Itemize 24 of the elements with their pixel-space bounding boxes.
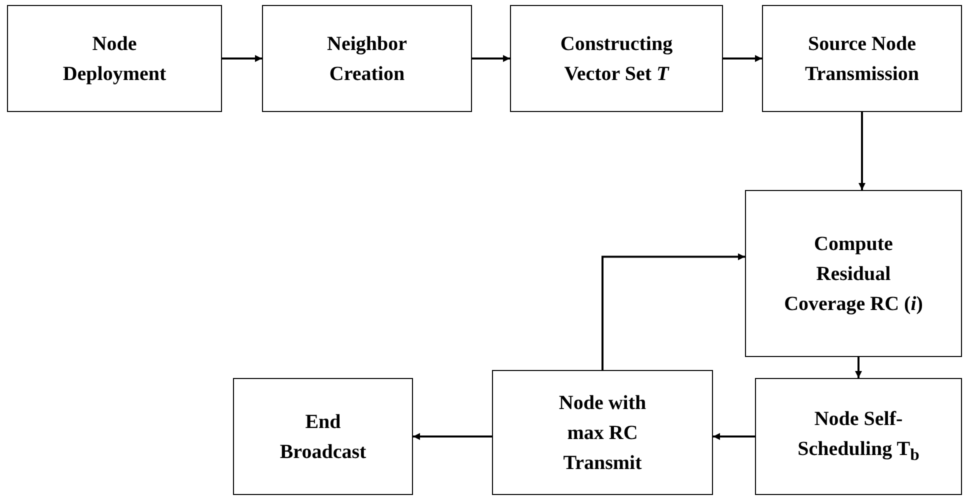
arrow bbox=[472, 55, 510, 62]
process-box bbox=[762, 5, 962, 112]
arrow bbox=[222, 55, 262, 62]
box-label: Node Self-Scheduling T$_{b}$ bbox=[796, 406, 920, 466]
box-label: End Broadcast bbox=[278, 410, 368, 464]
box-label: Compute Residual Coverage RC (i) bbox=[784, 232, 923, 316]
arrow bbox=[413, 433, 492, 440]
process-box bbox=[262, 5, 472, 112]
box-label: Source Node Transmission bbox=[804, 32, 920, 86]
arrow bbox=[855, 357, 862, 378]
box-label: Constructing Vector Set T bbox=[559, 32, 674, 86]
arrow bbox=[858, 112, 866, 190]
arrow bbox=[713, 433, 755, 440]
process-box bbox=[745, 190, 962, 357]
process-box bbox=[510, 5, 723, 112]
arrow bbox=[602, 253, 745, 370]
process-box bbox=[755, 378, 962, 495]
process-box bbox=[233, 378, 413, 495]
process-box bbox=[7, 5, 222, 112]
box-label: Node with max RC Transmit bbox=[558, 390, 648, 476]
box-label: Node Deployment bbox=[62, 32, 168, 86]
box-label: Neighbor Creation bbox=[326, 32, 408, 86]
process-box bbox=[492, 370, 713, 495]
arrow bbox=[723, 55, 762, 62]
